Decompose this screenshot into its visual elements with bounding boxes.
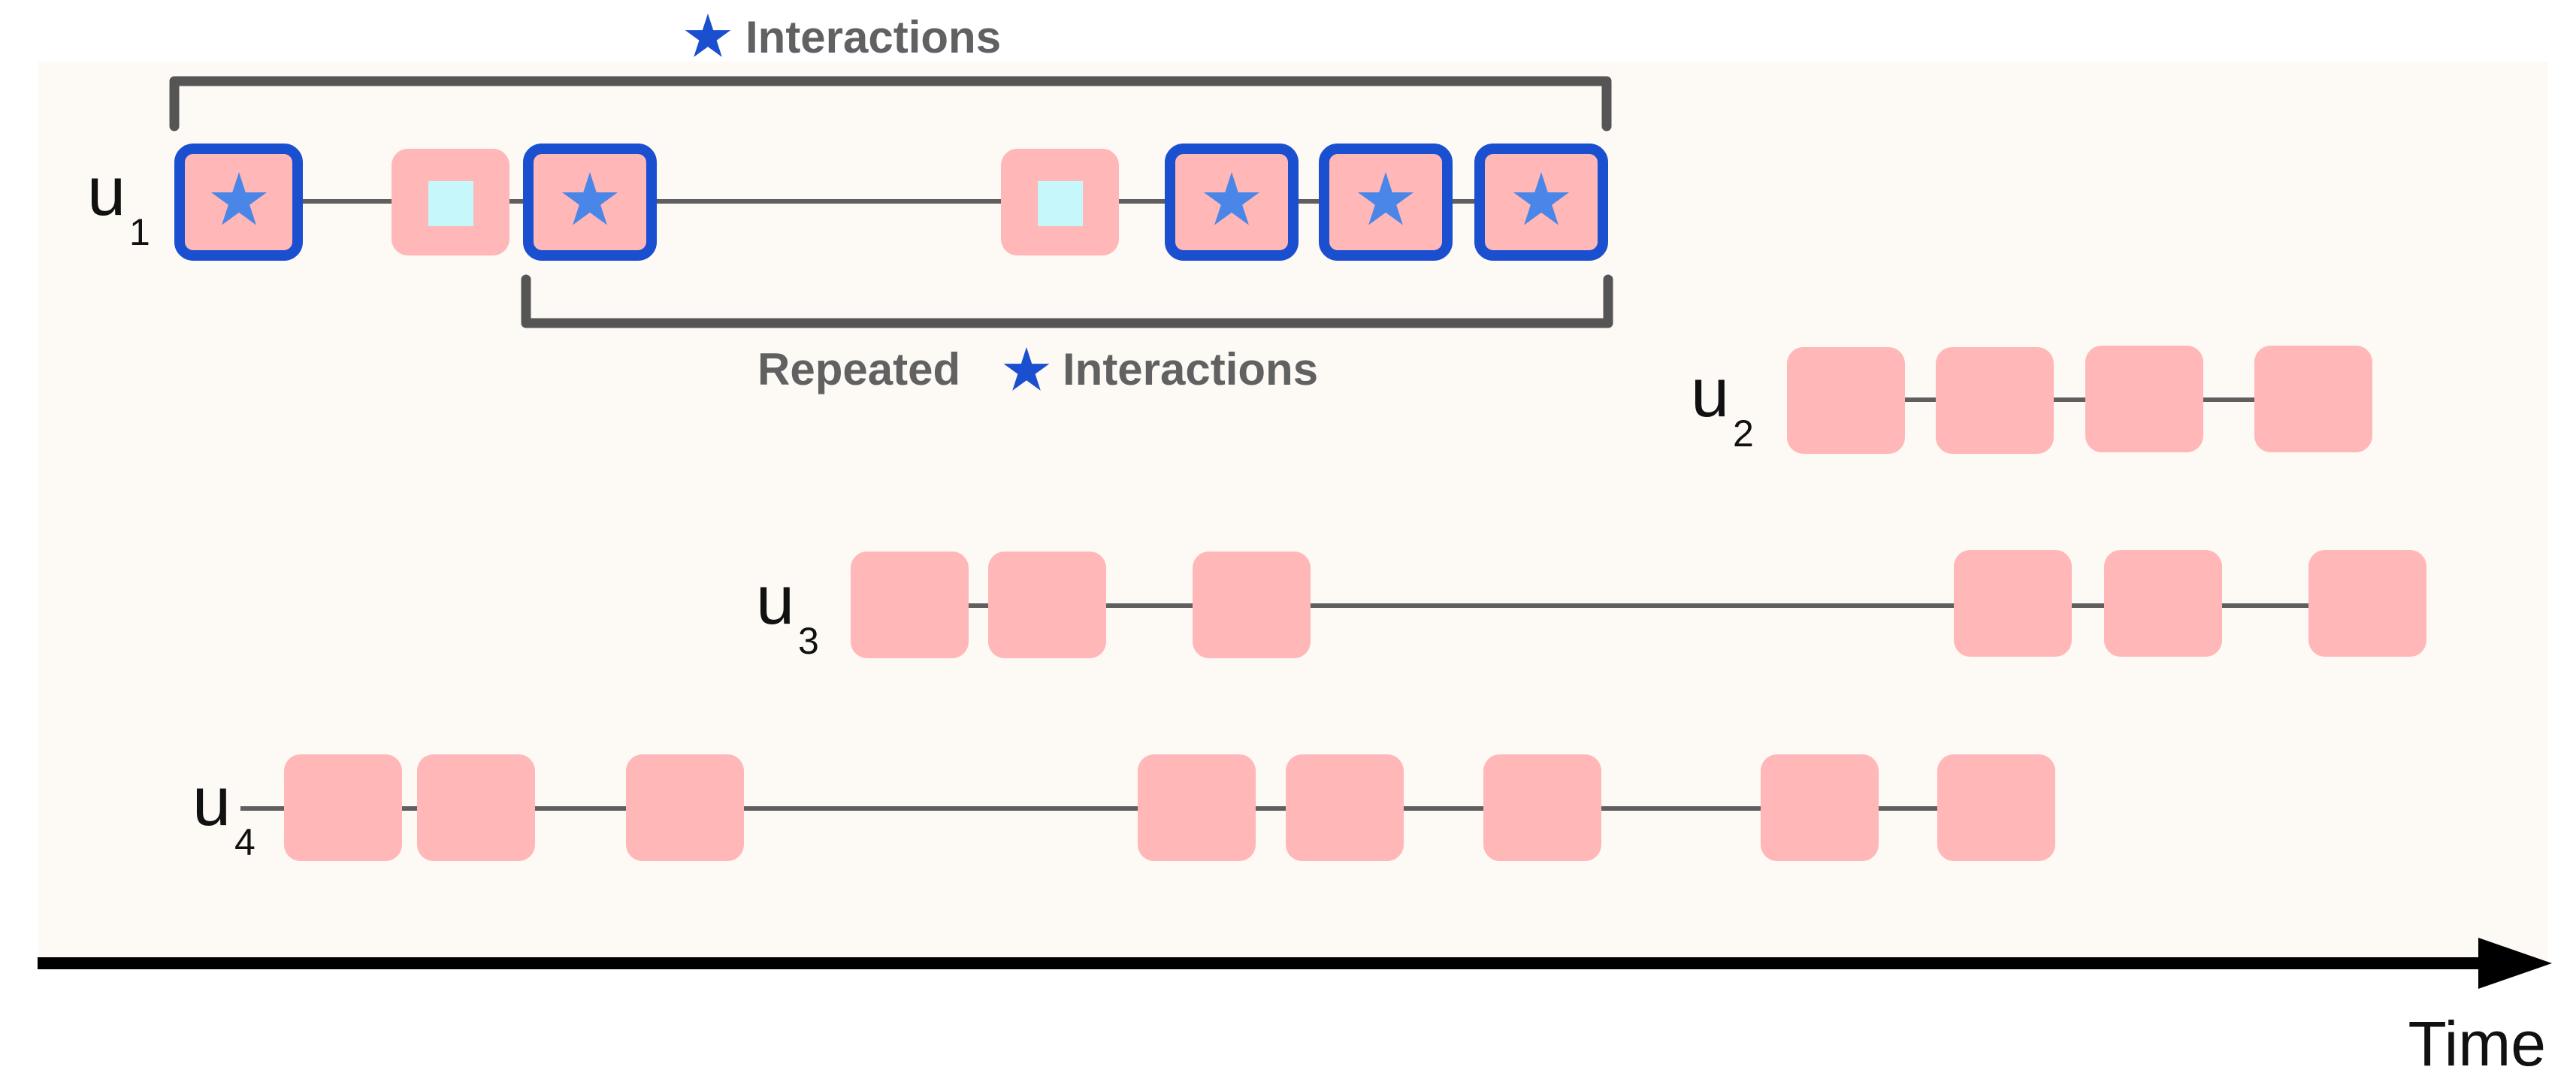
interactions-label-text: Interactions: [745, 12, 1001, 62]
u4-interaction: [1138, 754, 1256, 861]
u4-interaction: [1761, 754, 1879, 861]
u3-interaction: [851, 552, 969, 658]
u1-interaction-star: [523, 144, 657, 261]
square-icon: [1038, 181, 1083, 226]
u1-interaction-square: [392, 149, 509, 255]
u1-interaction-square: [1001, 149, 1119, 255]
user-label-main: u: [1691, 355, 1729, 431]
u4-interaction: [417, 754, 535, 861]
time-axis-label: Time: [2408, 1008, 2546, 1079]
u2-interaction: [2254, 346, 2372, 452]
u3-interaction: [988, 552, 1106, 658]
u1-interaction-star: [1319, 144, 1453, 261]
u2-interaction: [1787, 347, 1905, 454]
user-label-u3: u 3: [756, 562, 819, 662]
u4-interaction: [1937, 754, 2055, 861]
star-icon: [685, 14, 731, 57]
user-label-sub: 2: [1733, 413, 1754, 455]
user-label-main: u: [87, 153, 125, 230]
user-label-sub: 3: [798, 620, 819, 662]
user-label-main: u: [192, 763, 231, 840]
u1-interaction-star: [1474, 144, 1608, 261]
user-label-sub: 1: [129, 211, 150, 253]
u2-interaction: [1936, 347, 2054, 454]
u3-interaction: [1193, 552, 1311, 658]
u4-interaction: [1286, 754, 1404, 861]
user-label-sub: 4: [234, 821, 255, 863]
user-label-main: u: [756, 562, 794, 639]
u3-interaction: [1954, 550, 2072, 657]
user-label-u2: u 2: [1691, 355, 1754, 455]
u4-interaction: [284, 754, 402, 861]
u4-interaction: [1483, 754, 1601, 861]
time-axis-arrowhead: [2478, 938, 2552, 989]
u1-interaction-star: [174, 144, 303, 261]
u4-interaction: [626, 754, 744, 861]
u1-interaction-star: [1165, 144, 1299, 261]
user-label-u1: u 1: [87, 153, 150, 253]
repeated-label-text-2: Interactions: [1063, 344, 1318, 394]
interactions-label: Interactions: [685, 12, 1001, 62]
u2-interaction: [2085, 346, 2203, 452]
square-icon: [428, 181, 473, 226]
interactions-bracket: [169, 76, 1612, 131]
u3-interaction: [2308, 550, 2426, 657]
repeated-interactions-bracket: [521, 274, 1613, 328]
repeated-interactions-label: Repeated Interactions: [757, 344, 1318, 394]
repeated-label-text: Repeated: [757, 344, 960, 394]
user-label-u4: u 4: [192, 763, 255, 863]
u3-interaction: [2104, 550, 2222, 657]
